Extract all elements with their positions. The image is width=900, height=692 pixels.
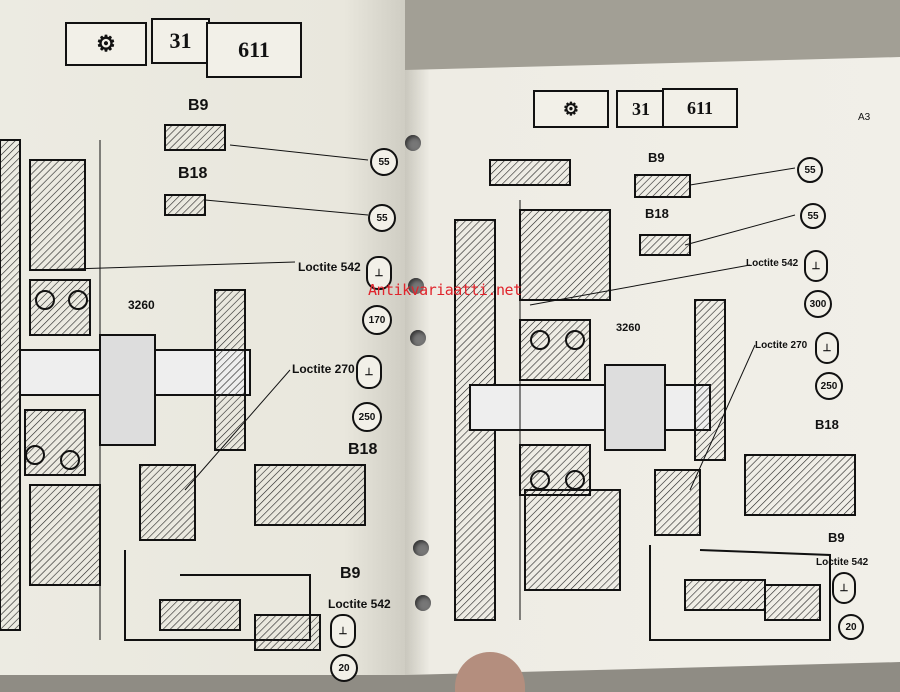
watermark: Antikvariaatti.net xyxy=(368,281,522,299)
label-b9: B9 xyxy=(188,97,209,114)
clutch-symbol-icon: ⚙ xyxy=(65,22,147,66)
label-loctite-542: Loctite 542 xyxy=(746,258,799,269)
binder-hole xyxy=(405,135,421,151)
operation-number: 611 xyxy=(662,88,738,128)
label-b18: B18 xyxy=(645,206,669,221)
torque-wrench-icon: ⊥ xyxy=(832,572,856,604)
torque-value: 170 xyxy=(362,305,392,335)
label-part-3260: 3260 xyxy=(616,322,641,334)
torque-value: 55 xyxy=(368,204,396,232)
torque-wrench-icon: ⊥ xyxy=(330,614,356,648)
label-b9: B9 xyxy=(828,530,845,545)
right-drawing xyxy=(454,159,856,641)
group-number: 31 xyxy=(151,18,210,64)
torque-value: 20 xyxy=(838,614,864,640)
binder-hole xyxy=(408,278,424,294)
binder-hole xyxy=(410,330,426,346)
clutch-cross-section-drawings xyxy=(0,124,856,651)
torque-value: 55 xyxy=(797,157,823,183)
label-b9: B9 xyxy=(648,150,665,165)
torque-value: 55 xyxy=(370,148,398,176)
label-loctite-542: Loctite 542 xyxy=(816,557,869,568)
torque-wrench-icon: ⊥ xyxy=(804,250,828,282)
binder-hole xyxy=(415,595,431,611)
label-loctite-270: Loctite 270 xyxy=(755,340,808,351)
torque-value: 55 xyxy=(800,203,826,229)
torque-wrench-icon: ⊥ xyxy=(356,355,382,389)
label-loctite-542: Loctite 542 xyxy=(328,597,391,611)
torque-value: 250 xyxy=(815,372,843,400)
label-b18: B18 xyxy=(348,441,378,458)
operation-number: 611 xyxy=(206,22,302,78)
label-b18: B18 xyxy=(815,417,839,432)
torque-wrench-icon: ⊥ xyxy=(815,332,839,364)
torque-value: 250 xyxy=(352,402,382,432)
binder-hole xyxy=(413,540,429,556)
torque-value: 20 xyxy=(330,654,358,682)
torque-wrench-icon: ⊥ xyxy=(366,256,392,290)
label-loctite-270: Loctite 270 xyxy=(292,362,355,376)
left-drawing xyxy=(0,124,369,651)
label-loctite-542: Loctite 542 xyxy=(298,260,361,274)
clutch-symbol-icon: ⚙ xyxy=(533,90,609,128)
torque-value: 300 xyxy=(804,290,832,318)
label-part-3260: 3260 xyxy=(128,298,155,312)
group-number: 31 xyxy=(616,90,666,128)
label-b18: B18 xyxy=(178,165,208,182)
label-b9: B9 xyxy=(340,565,361,582)
page-reference: A3 xyxy=(858,112,871,123)
